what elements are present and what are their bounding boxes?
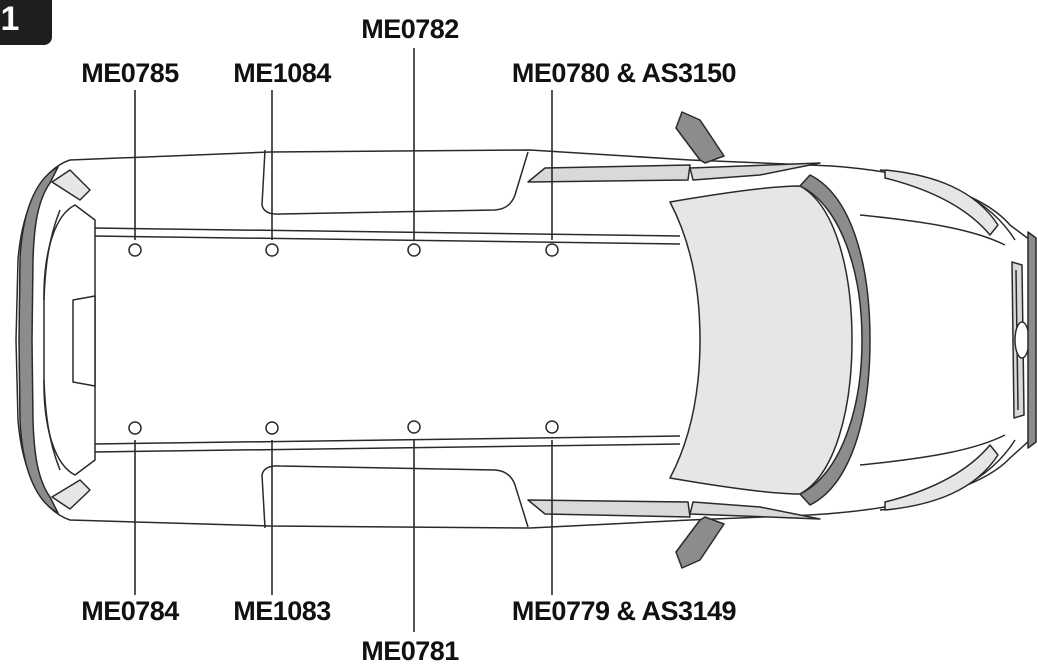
figure-number: 1 xyxy=(1,0,20,38)
front-badge xyxy=(1014,321,1030,359)
side-window-top-2 xyxy=(689,162,821,181)
label-rear-right-3: ME0781 xyxy=(361,636,459,666)
side-window-bottom xyxy=(527,499,691,518)
circle-icon xyxy=(265,421,279,435)
right-headlight xyxy=(884,444,999,511)
side-window-top xyxy=(527,164,691,183)
circle-icon xyxy=(128,421,142,435)
part-labels: ME0785 ME1084 ME0782 ME0780 & AS3150 ME0… xyxy=(81,14,737,666)
roof-rail-top xyxy=(94,227,681,237)
side-window-bottom-2 xyxy=(689,501,821,520)
circle-icon xyxy=(407,243,421,257)
rear-bumper xyxy=(18,166,59,514)
rear-left-light xyxy=(51,169,91,201)
windscreen-frame xyxy=(799,174,871,506)
left-headlight xyxy=(884,169,999,236)
car-top-view-icon xyxy=(15,111,1037,569)
roof-rail-bottom xyxy=(94,443,681,453)
car-body-outline xyxy=(15,149,1036,529)
figure-badge: 1 xyxy=(0,0,52,45)
front-bumper xyxy=(1027,231,1037,449)
mount-points xyxy=(128,243,559,435)
label-front-left-1: ME0785 xyxy=(81,58,179,88)
label-front-left-2: ME1084 xyxy=(233,58,331,88)
circle-icon xyxy=(407,420,421,434)
pointer-lines xyxy=(134,48,553,632)
label-front-left-4: ME0780 & AS3150 xyxy=(512,58,736,88)
left-mirror xyxy=(675,111,725,164)
label-rear-right-1: ME0784 xyxy=(81,596,179,626)
circle-icon xyxy=(265,243,279,257)
windscreen xyxy=(669,185,853,495)
circle-icon xyxy=(128,243,142,257)
circle-icon xyxy=(545,420,559,434)
right-mirror xyxy=(675,516,725,569)
label-rear-right-2: ME1083 xyxy=(233,596,331,626)
circle-icon xyxy=(545,243,559,257)
label-front-left-3: ME0782 xyxy=(361,14,459,44)
rear-right-light xyxy=(51,479,91,510)
label-rear-right-4: ME0779 & AS3149 xyxy=(512,596,737,626)
